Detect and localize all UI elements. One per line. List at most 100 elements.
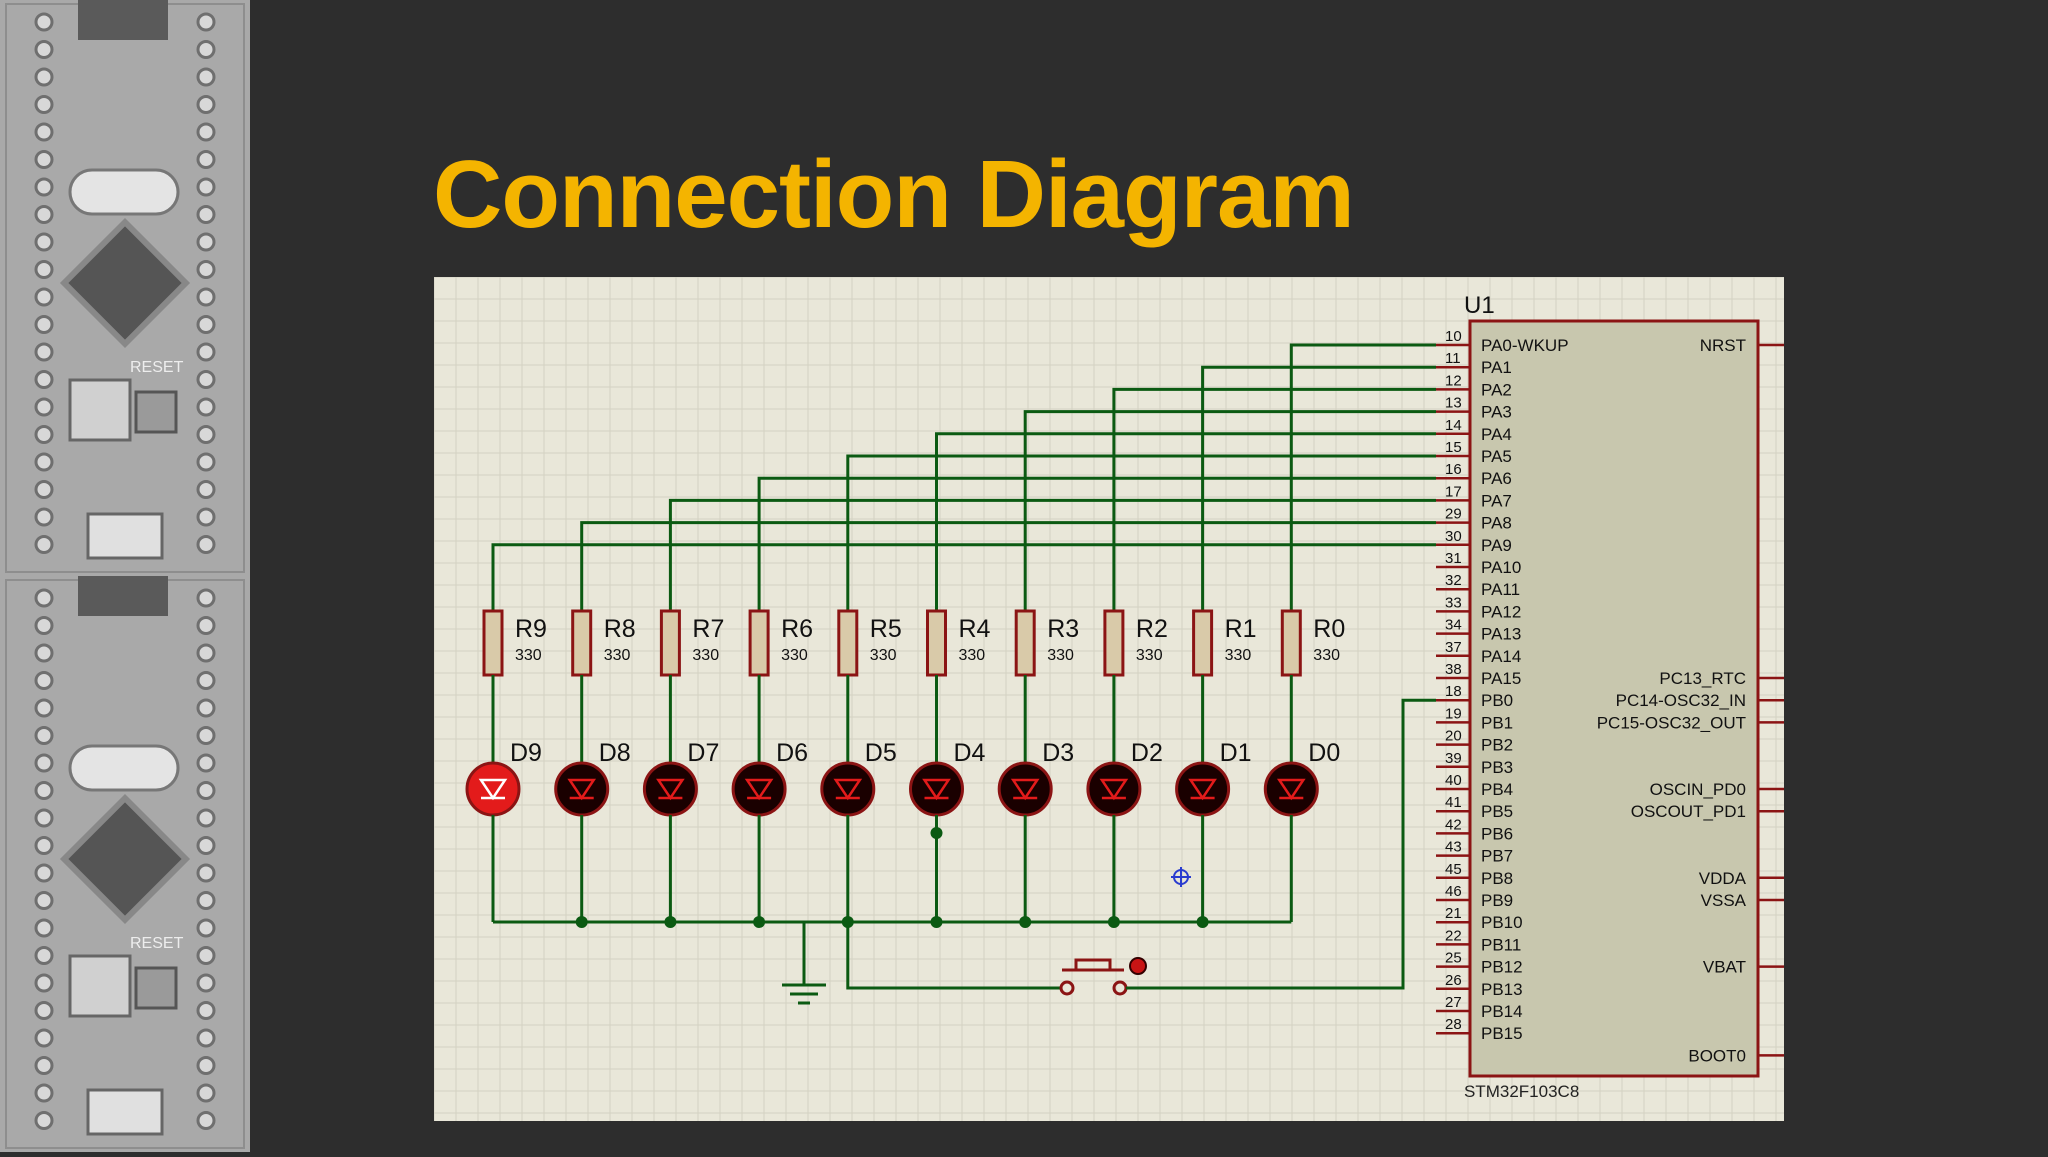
mcu-chip [59, 793, 191, 925]
ic-pin-number: 43 [1445, 839, 1462, 856]
reset-button [134, 390, 178, 434]
resistor-value: 330 [781, 647, 808, 664]
header-pin-left [34, 1001, 54, 1020]
signal-wire [1201, 365, 1436, 603]
ic-pin-name: PA11 [1481, 580, 1520, 599]
header-pin-right [196, 480, 216, 499]
ic-pin-number: 18 [1445, 683, 1462, 700]
header-pin-left [34, 863, 54, 883]
header-pin-right [196, 205, 216, 224]
header-pin-right [196, 918, 216, 938]
junction-dot [930, 827, 943, 839]
resistor-r9 [482, 609, 504, 677]
ic-pin-number: 21 [1445, 905, 1462, 922]
ic-pin-number: 40 [1445, 772, 1462, 789]
ic-pin-number: 38 [1445, 661, 1462, 678]
signal-wire [1289, 343, 1436, 603]
header-pin-right [196, 973, 216, 993]
header-pin-right [196, 177, 216, 197]
diode-triangle [833, 778, 863, 801]
led-d4 [909, 761, 964, 817]
ic-pin-name: PA2 [1481, 380, 1512, 399]
ic-pin-name-right: NRST [1700, 336, 1746, 355]
diode-triangle [744, 778, 774, 801]
ic-pin-number: 13 [1445, 395, 1462, 412]
led-ref: D3 [1042, 739, 1074, 767]
slide-title: Connection Diagram [433, 141, 1355, 248]
header-pin-left [34, 287, 54, 307]
ic-pin-number: 34 [1445, 617, 1462, 634]
led-ref: D1 [1220, 739, 1252, 767]
ic-pin-name-right: PC14-OSC32_IN [1616, 691, 1746, 710]
ic-pin-number: 26 [1445, 972, 1462, 989]
ic-pin-number: 39 [1445, 750, 1462, 767]
header-pin-right [196, 507, 216, 527]
resistor-ref: R0 [1313, 615, 1345, 643]
header-pin-right [196, 232, 216, 252]
header-pin-right [196, 808, 216, 828]
header-pin-right [196, 260, 216, 279]
ic-reference: U1 [1464, 292, 1495, 319]
reset-label: RESET [130, 359, 184, 376]
header-pin-right [196, 342, 216, 362]
ic-pin-number: 17 [1445, 483, 1462, 500]
header-pin-right [196, 425, 216, 444]
header-pin-right [196, 726, 216, 745]
ic-pin-number: 20 [1445, 728, 1462, 745]
ic-pin-number: 19 [1445, 705, 1462, 722]
ic-pin-name: PB3 [1481, 758, 1513, 777]
ic-pin-name: PA10 [1481, 558, 1521, 577]
header-pin-right [196, 863, 216, 883]
ic-pin-name-right: OSCIN_PD0 [1650, 780, 1746, 799]
ic-pin-name: PB5 [1481, 802, 1513, 821]
led-d2 [1086, 761, 1142, 817]
ic-pin-name: PA0-WKUP [1481, 336, 1569, 355]
ic-pin-number: 37 [1445, 639, 1462, 656]
ic-pin-number: 46 [1445, 883, 1462, 900]
jumper-block [68, 954, 132, 1018]
ic-pin-number: 25 [1445, 950, 1462, 967]
usb-connector [86, 1088, 164, 1136]
header-pin-left [34, 342, 54, 362]
resistor-value: 330 [1313, 647, 1340, 664]
header-pin-left [34, 397, 54, 417]
led-ref: D8 [599, 739, 631, 767]
resistor-r0 [1280, 609, 1302, 677]
signal-wire [668, 498, 1436, 603]
resistor-value: 330 [515, 647, 542, 664]
signal-wire [935, 432, 1436, 603]
ic-pin-name: PB15 [1481, 1024, 1523, 1043]
resistor-r7 [659, 609, 681, 677]
header-pin-left [34, 315, 54, 334]
resistor-ref: R7 [692, 615, 724, 643]
ic-pin-name: PA9 [1481, 536, 1512, 555]
header-pin-right [196, 67, 216, 87]
header-pin-right [196, 315, 216, 334]
led-d8 [554, 761, 610, 817]
ic-pin-number: 27 [1445, 994, 1462, 1011]
swd-header [78, 576, 168, 616]
ic-body [1468, 319, 1760, 1078]
header-pin-left [34, 918, 54, 938]
ic-pin-name: PA4 [1481, 425, 1512, 444]
signal-wire [1023, 410, 1436, 603]
header-pin-left [34, 836, 54, 855]
crystal [68, 168, 180, 216]
diode-triangle [1188, 778, 1217, 801]
ic-pin-number: 42 [1445, 816, 1462, 833]
header-pin-left [34, 122, 54, 142]
ic-pin-name-right: OSCOUT_PD1 [1631, 802, 1746, 821]
led-ref: D0 [1308, 739, 1340, 767]
resistor-value: 330 [959, 647, 986, 664]
header-pin-left [34, 808, 54, 828]
ic-pin-name-right: VSSA [1701, 891, 1747, 910]
resistor-r1 [1192, 609, 1214, 677]
led-d1 [1175, 761, 1231, 817]
header-pin-left [34, 973, 54, 993]
ic-pin-name: PB14 [1481, 1002, 1523, 1021]
header-pin-right [196, 698, 216, 718]
header-pin-right [196, 616, 216, 635]
diode-triangle [1010, 778, 1040, 801]
led-d6 [731, 761, 787, 817]
